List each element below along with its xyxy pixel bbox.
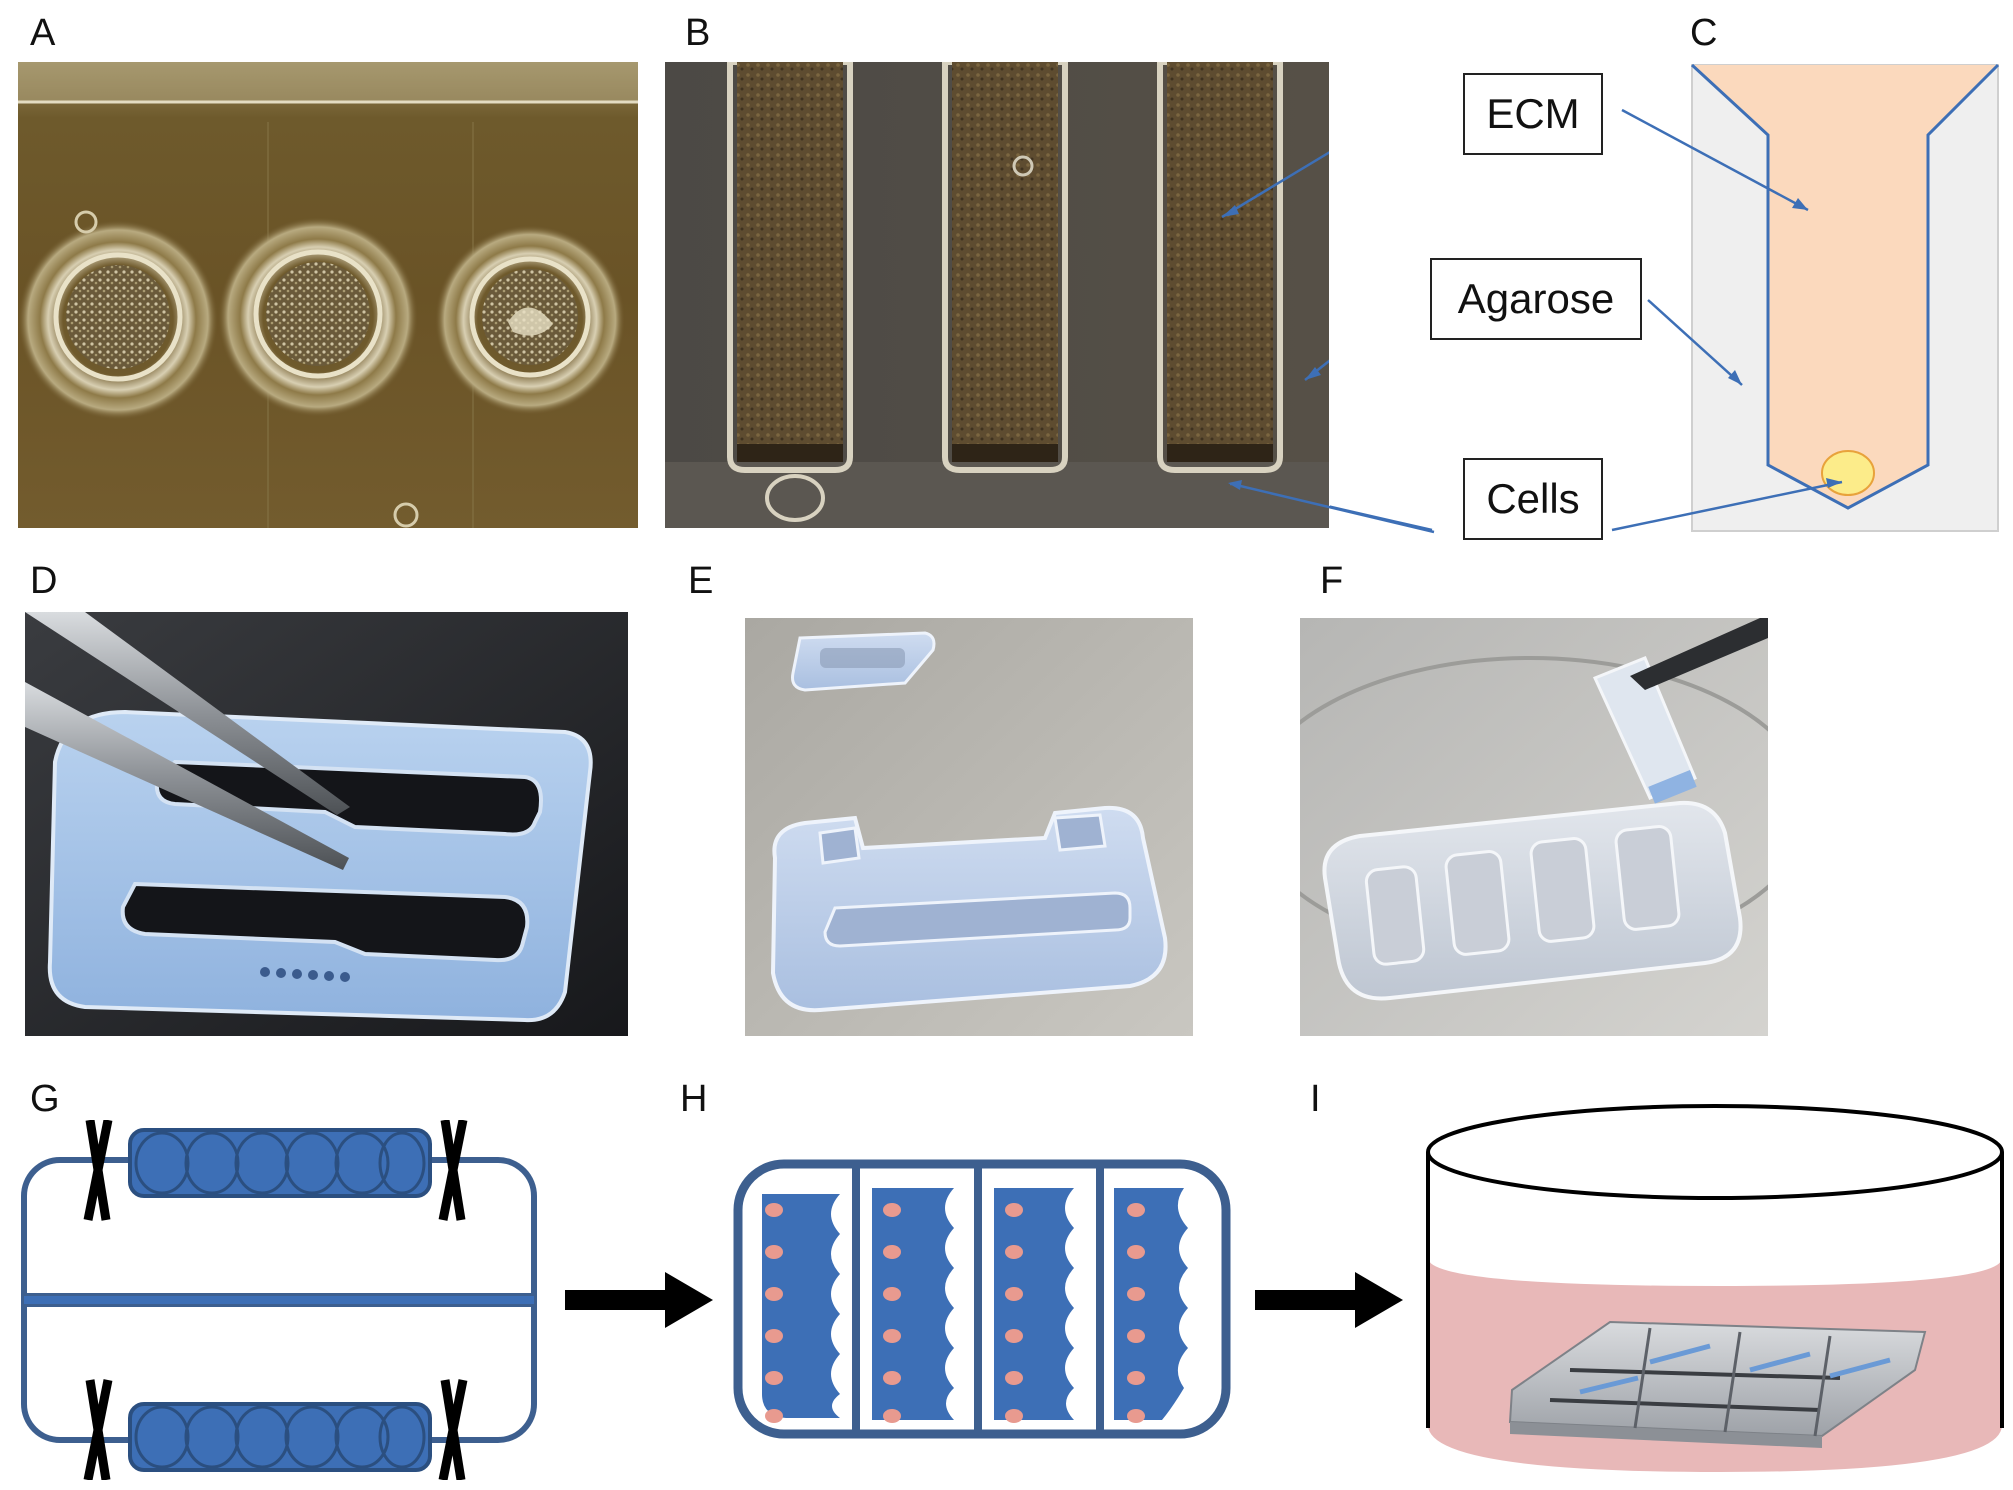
well-2 (218, 217, 418, 417)
panel-a-micrograph (18, 62, 638, 528)
cell-chamber-top (128, 1128, 432, 1198)
panel-h-diagram (732, 1158, 1232, 1440)
well-3 (435, 225, 625, 415)
well-1 (18, 220, 218, 420)
panel-label-d: D (30, 560, 58, 602)
cell-chamber-bottom (128, 1402, 432, 1472)
panel-label-f: F (1320, 560, 1344, 602)
cells-pointer-line (1170, 470, 1440, 540)
cells-callout: Cells (1463, 458, 1603, 540)
panel-f-photo (1300, 618, 1768, 1036)
panel-b-micrograph (665, 62, 1329, 528)
arrow-right-icon (1255, 1272, 1405, 1328)
panel-label-i: I (1310, 1078, 1321, 1120)
panel-g-diagram (18, 1120, 548, 1480)
panel-c-diagram (1330, 60, 2010, 540)
device-in-dish (1508, 1320, 1927, 1448)
ecm-callout: ECM (1463, 73, 1603, 155)
agarose-callout: Agarose (1430, 258, 1642, 340)
panel-label-a: A (30, 12, 56, 54)
panel-i-diagram (1420, 1100, 2012, 1480)
panel-label-b: B (685, 12, 711, 54)
channel-1 (727, 62, 853, 522)
channel-2 (942, 62, 1068, 473)
panel-label-g: G (30, 1078, 60, 1120)
panel-e-photo (745, 618, 1193, 1036)
clamp-x-icon (83, 1120, 468, 1480)
channel-3 (1157, 62, 1283, 473)
panel-label-e: E (688, 560, 714, 602)
panel-label-h: H (680, 1078, 708, 1120)
panel-label-c: C (1690, 12, 1718, 54)
arrow-right-icon (565, 1272, 715, 1328)
panel-d-photo (25, 612, 628, 1036)
